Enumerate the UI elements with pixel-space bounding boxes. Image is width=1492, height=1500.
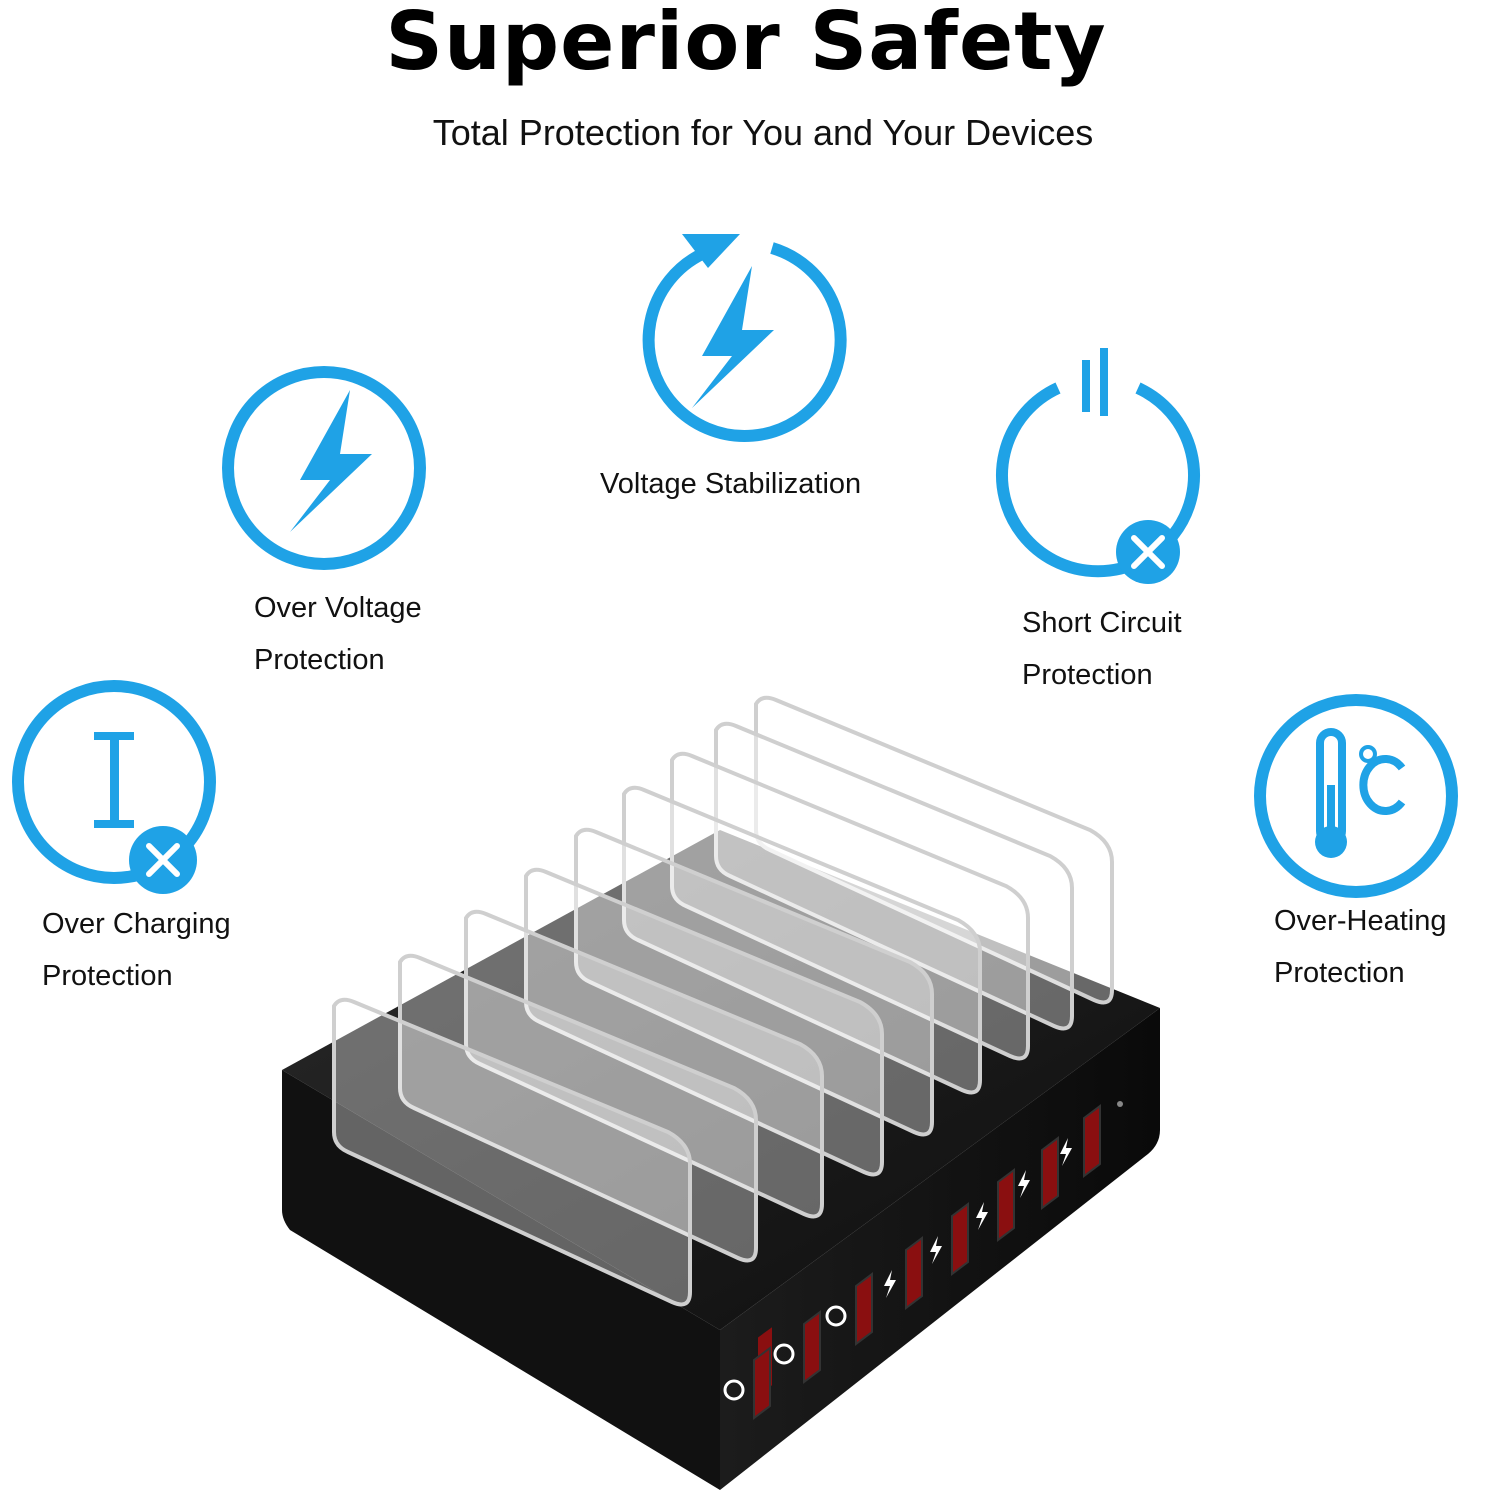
feature-label-line1: Over-Heating: [1274, 905, 1447, 937]
lightning-circle-icon: [222, 366, 426, 570]
feature-voltage-stabilization: Voltage Stabilization: [600, 458, 861, 510]
feature-over-voltage: Over Voltage Protection: [254, 582, 422, 686]
usb-ports: [723, 1101, 1123, 1420]
charging-station-image: [282, 695, 1160, 1490]
feature-label-line2: Protection: [42, 960, 173, 992]
feature-label-line2: Protection: [1274, 957, 1405, 989]
feature-over-charging: Over Charging Protection: [42, 898, 231, 1002]
feature-label-line1: Over Voltage: [254, 592, 422, 624]
power-off-icon: [996, 348, 1200, 584]
feature-label-line1: Over Charging: [42, 908, 231, 940]
rotating-lightning-icon: [642, 234, 847, 443]
feature-label-line1: Voltage Stabilization: [600, 468, 862, 500]
current-cross-icon: [12, 680, 216, 894]
feature-label-line1: Short Circuit: [1022, 607, 1182, 639]
page-subtitle: Total Protection for You and Your Device…: [432, 112, 1094, 153]
thermometer-celsius-icon: [1254, 694, 1458, 898]
feature-short-circuit: Short Circuit Protection: [1022, 597, 1182, 701]
page-title: Superior Safety: [385, 0, 1107, 88]
feature-over-heating: Over-Heating Protection: [1274, 895, 1446, 999]
feature-label-line2: Protection: [254, 644, 385, 676]
feature-label-line2: Protection: [1022, 659, 1153, 691]
